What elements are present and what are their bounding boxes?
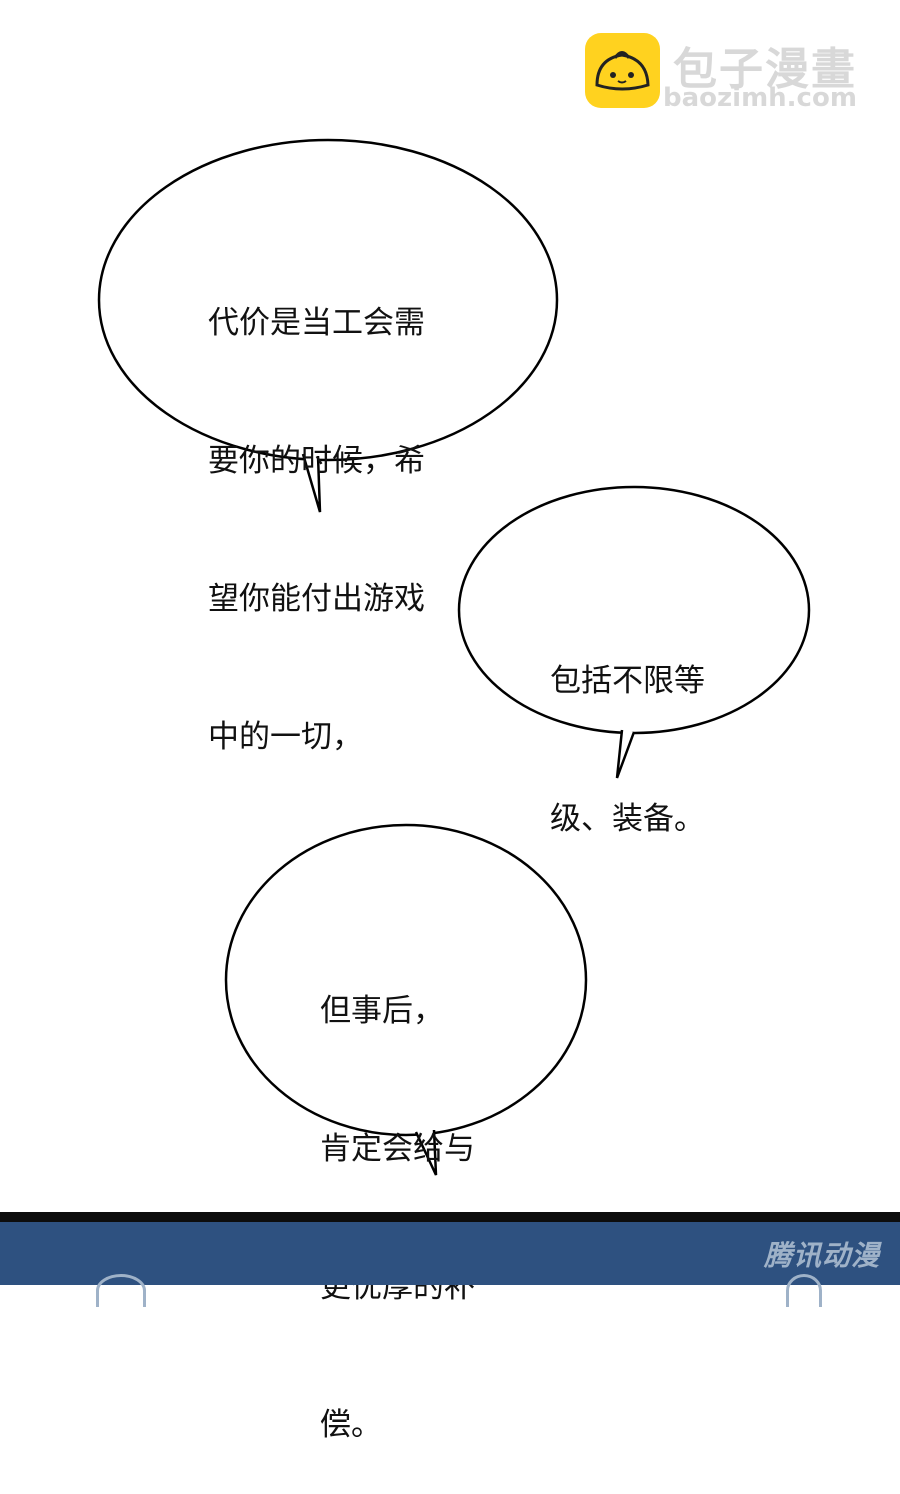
bubble-line: 望你能付出游戏 [208,581,425,617]
bubble-line: 中的一切， [208,719,363,755]
logo-url: baozimh.com [663,83,857,113]
site-logo[interactable]: 包子漫畫 baozimh.com [585,33,885,113]
speech-bubbles-layer [97,138,811,1176]
character-hair-outline [96,1274,146,1307]
speech-bubble-3-text: 但事后， 肯定会给与 更优厚的补 偿。 [320,896,475,1494]
publisher-watermark: 腾讯动漫 [763,1239,880,1272]
bubble-line: 代价是当工会需 [208,305,425,341]
bun-mascot-icon [585,33,660,108]
bubble-line: 偿。 [320,1407,382,1443]
bubble-line: 但事后， [320,993,444,1029]
speech-bubble-3 [224,823,588,1176]
character-hair-outline [786,1274,822,1307]
speech-bubble-1 [97,138,559,513]
bubble-line: 肯定会给与 [320,1131,475,1167]
bubble-line: 级、装备。 [550,801,705,837]
bubble-line: 包括不限等 [550,663,705,699]
speech-bubble-2-text: 包括不限等 级、装备。 [550,566,705,888]
next-panel-strip: 腾讯动漫 [0,1212,900,1307]
bubble-line: 要你的时候，希 [208,443,425,479]
speech-bubble-2 [457,485,811,779]
speech-bubble-1-text: 代价是当工会需 要你的时候，希 望你能付出游戏 中的一切， [208,208,425,806]
logo-name: 包子漫畫 [673,44,857,95]
